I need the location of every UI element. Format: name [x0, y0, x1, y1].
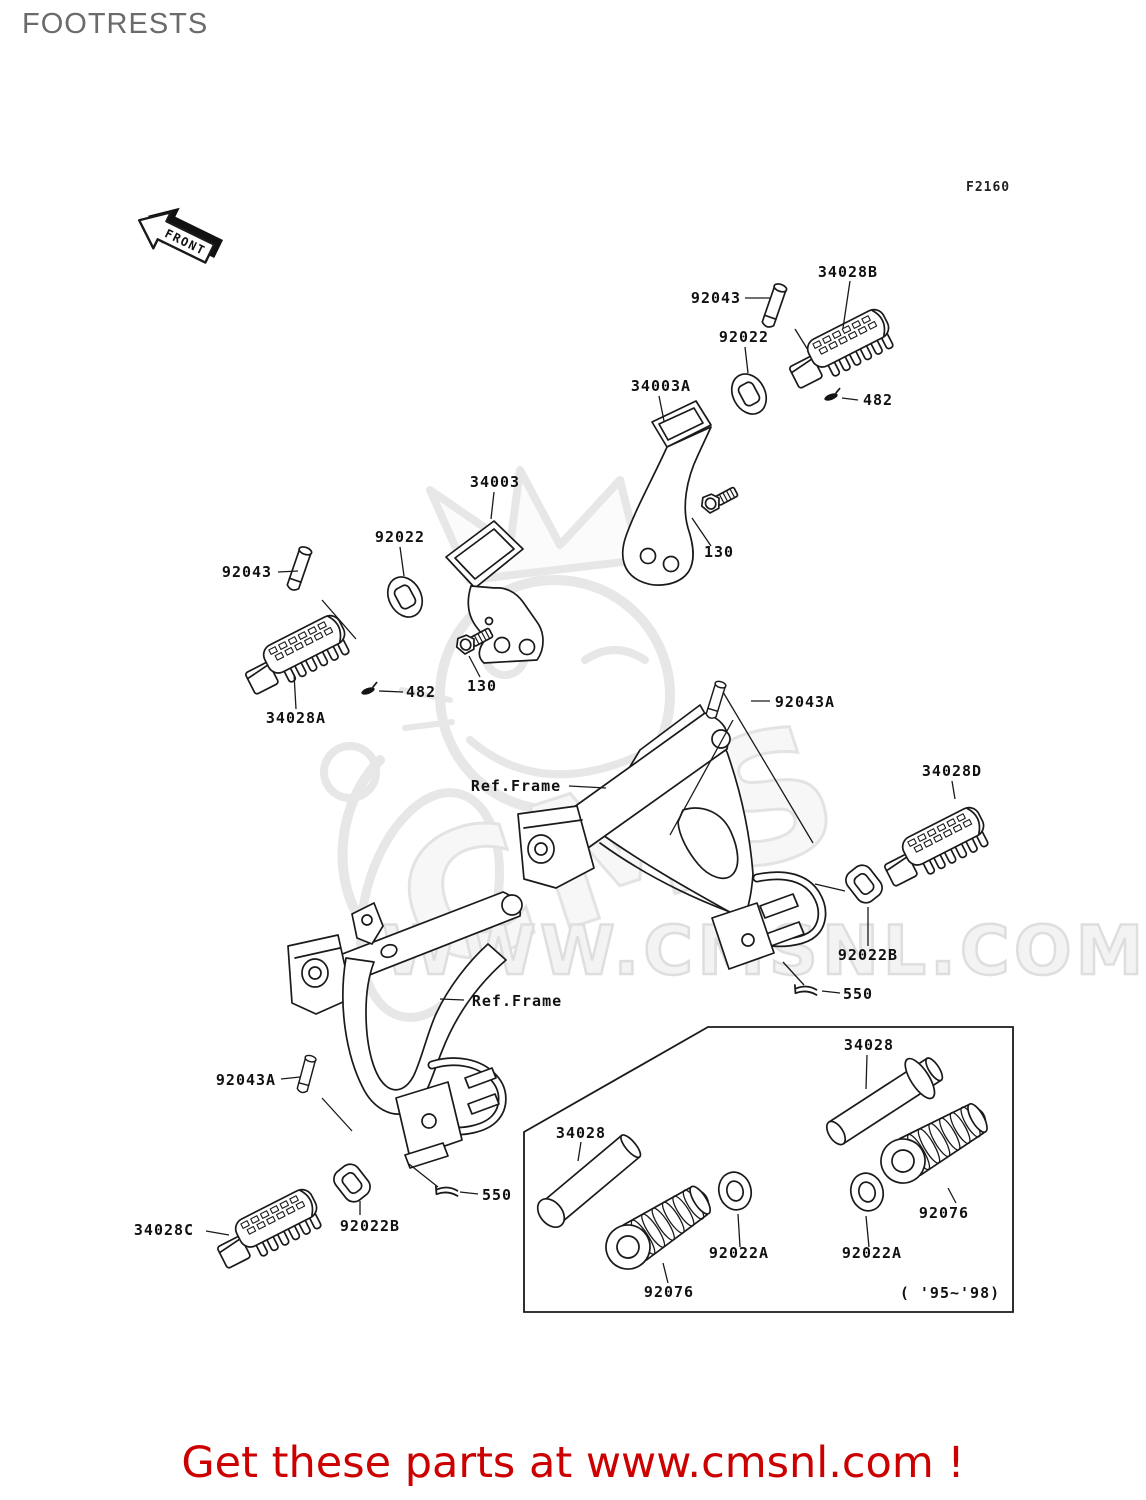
part-label-550-bottom: 550 — [482, 1186, 512, 1204]
model-year-note: ( '95~'98) — [900, 1284, 1000, 1302]
cotter-pin-550-bottom — [433, 1184, 460, 1199]
part-label-92076-left: 92076 — [644, 1283, 694, 1301]
ref-frame-lower — [287, 891, 523, 1169]
footrest-34028b — [781, 305, 900, 395]
ref-frame-label-lower: Ref.Frame — [472, 992, 562, 1010]
bolt-130-right — [697, 481, 740, 516]
clip-482-right — [821, 387, 844, 404]
inset-box-95-98 — [523, 1026, 1014, 1313]
footrest-bar-34028-right — [825, 1057, 944, 1146]
part-label-130-right: 130 — [704, 543, 734, 561]
footrest-bar-34028-left — [536, 1134, 642, 1228]
ref-frame-upper — [517, 704, 827, 970]
part-label-92043-left: 92043 — [222, 563, 272, 581]
part-label-34028-right: 34028 — [844, 1036, 894, 1054]
footrest-34028c — [209, 1185, 328, 1275]
damper-92022-left — [380, 570, 430, 624]
damper-92022-top — [724, 367, 774, 421]
part-label-34003a: 34003A — [631, 377, 691, 395]
part-label-482-right: 482 — [863, 391, 893, 409]
pin-92043a-left — [295, 1053, 318, 1095]
pin-92043-left — [285, 544, 314, 593]
part-label-34028a: 34028A — [266, 709, 326, 727]
part-label-92022a-left: 92022A — [709, 1244, 769, 1262]
part-label-34028-left: 34028 — [556, 1124, 606, 1142]
ref-frame-label-upper: Ref.Frame — [471, 777, 561, 795]
footer-banner[interactable]: Get these parts at www.cmsnl.com ! — [0, 1438, 1146, 1488]
bracket-34003a — [621, 400, 712, 586]
part-label-92043-top: 92043 — [691, 289, 741, 307]
damper-ring-92022a-right — [845, 1168, 889, 1216]
inset-box-border — [523, 1026, 1014, 1313]
part-label-92022-top: 92022 — [719, 328, 769, 346]
part-label-92022b-bottom: 92022B — [340, 1217, 400, 1235]
part-label-92022b-right: 92022B — [838, 946, 898, 964]
part-label-92043a-right: 92043A — [775, 693, 835, 711]
part-label-34028b: 34028B — [818, 263, 878, 281]
part-label-482-left: 482 — [406, 683, 436, 701]
part-label-34028d: 34028D — [922, 762, 982, 780]
clip-482-left — [358, 681, 381, 698]
rubber-cover-92076-left — [596, 1177, 719, 1279]
damper-92022b-bottom — [329, 1159, 375, 1207]
footer-link-text[interactable]: Get these parts at www.cmsnl.com ! — [181, 1438, 965, 1488]
part-label-92022-left: 92022 — [375, 528, 425, 546]
part-label-34003: 34003 — [470, 473, 520, 491]
bracket-34003 — [445, 520, 544, 664]
leader-lines — [205, 280, 957, 1284]
page-title: FOOTRESTS — [22, 8, 209, 40]
figure-code: F2160 — [966, 180, 1010, 195]
part-label-92076-right: 92076 — [919, 1204, 969, 1222]
part-label-92043a-left: 92043A — [216, 1071, 276, 1089]
front-direction-arrow: FRONT — [137, 207, 223, 264]
part-label-550-right: 550 — [843, 985, 873, 1003]
part-labels: 34028B 92043 92022 34003A 482 34003 9202… — [134, 263, 1000, 1302]
footrest-34028a — [237, 611, 356, 701]
footrest-34028d — [876, 803, 995, 893]
part-label-130-left: 130 — [467, 677, 497, 695]
damper-ring-92022a-left — [713, 1167, 757, 1215]
pin-92043-top — [760, 281, 789, 330]
part-label-92022a-right: 92022A — [842, 1244, 902, 1262]
part-label-34028c: 34028C — [134, 1221, 194, 1239]
